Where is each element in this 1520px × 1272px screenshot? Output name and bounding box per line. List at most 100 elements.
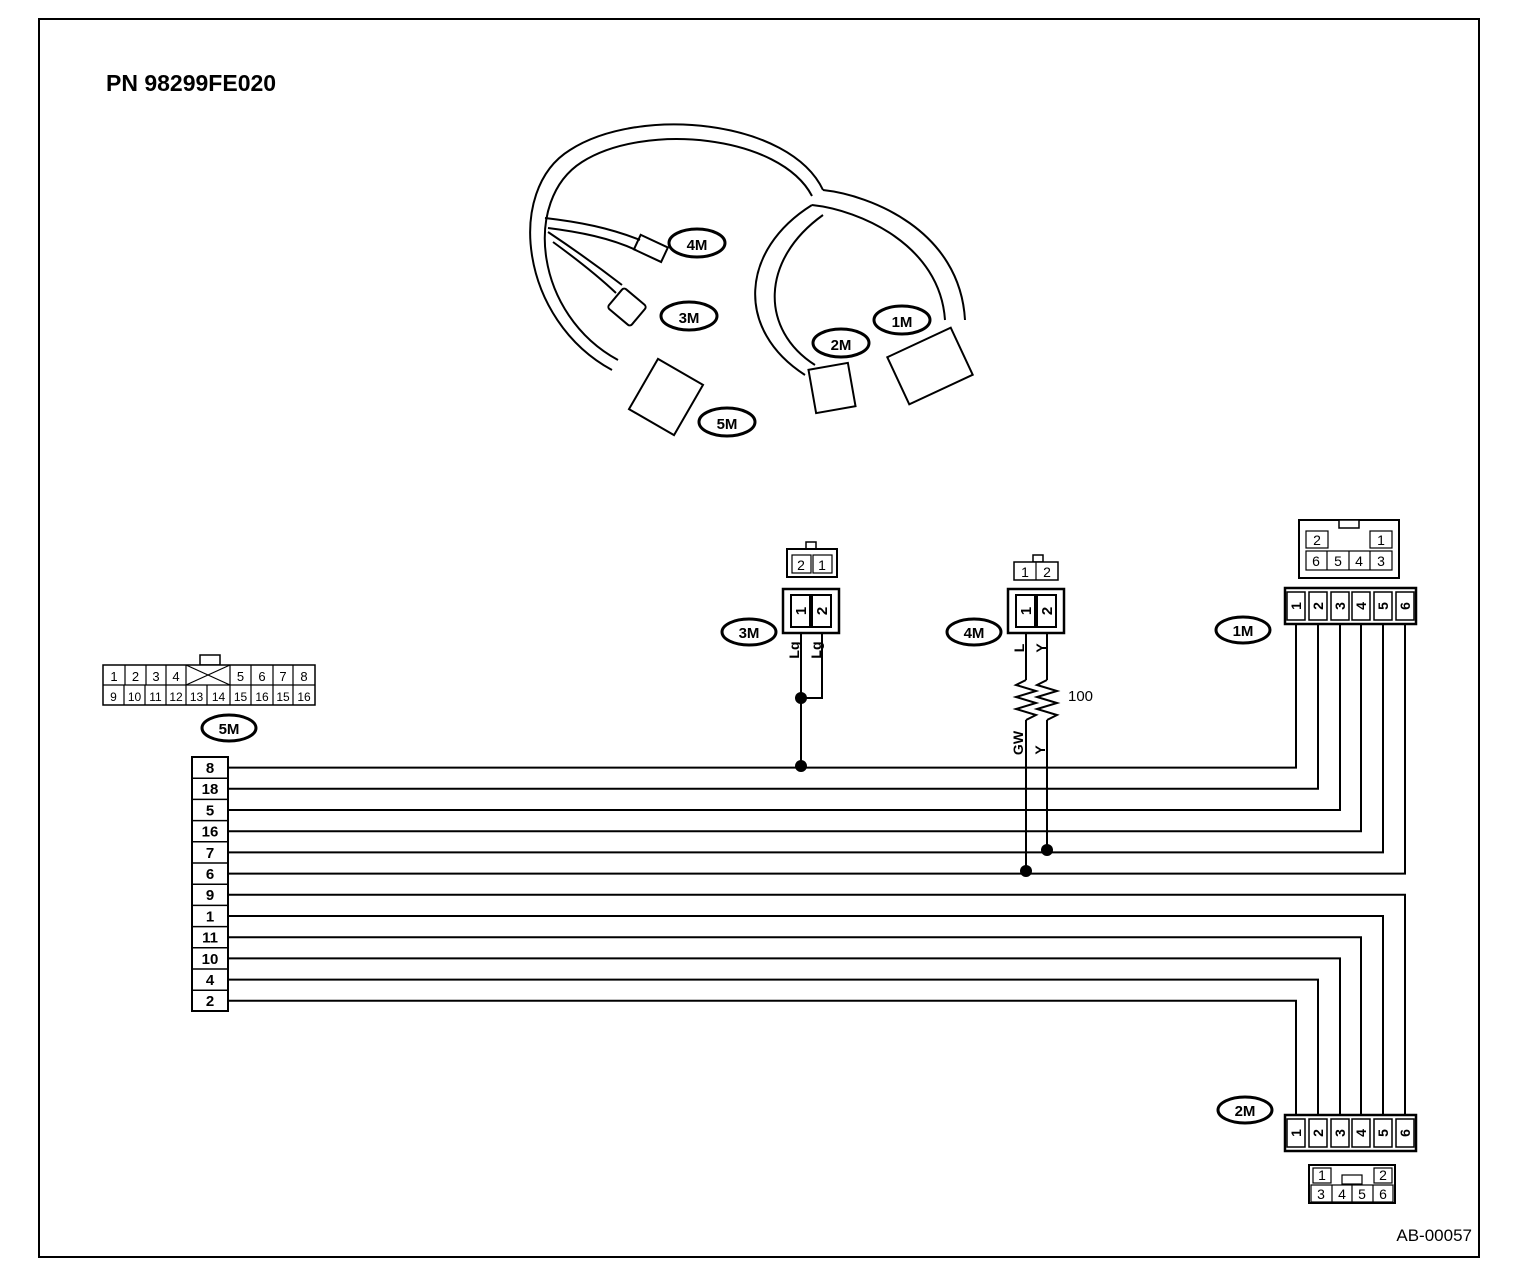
- conn-5M-pin: 5: [206, 802, 214, 819]
- diagram-frame: [38, 18, 1480, 1258]
- conn-2M-tag: [1216, 1095, 1274, 1125]
- conn-5M-face-pin: 16: [255, 690, 269, 704]
- conn-5M-pin: 2: [206, 993, 214, 1010]
- conn-1M-pin: 5: [1375, 602, 1391, 610]
- conn-2M-pin: 5: [1375, 1129, 1391, 1137]
- wire-color-3M-1: Lg: [786, 641, 802, 658]
- conn-5M-face-pin: 3: [152, 669, 159, 684]
- wire: [228, 915, 1384, 1115]
- conn-1M-pin: 2: [1310, 602, 1326, 610]
- tag-5M-label: 5M: [717, 416, 738, 433]
- conn-2M-face-pin: 2: [1379, 1167, 1387, 1183]
- tag-2M: [811, 327, 871, 359]
- conn-3M-pin: 2: [814, 607, 831, 615]
- conn-3M-tag-label: 3M: [739, 625, 760, 642]
- conn-2M-face-pin: 1: [1318, 1167, 1326, 1183]
- wire-color-4M-2: Y: [1033, 643, 1049, 653]
- splice-dot: [1020, 865, 1032, 877]
- wire: [228, 999, 1297, 1115]
- conn-4M-pin: 2: [1039, 607, 1056, 615]
- conn-2M-pin: 1: [1288, 1129, 1304, 1137]
- splice-dot: [795, 692, 807, 704]
- conn-5M-face-pin: 1: [110, 669, 117, 684]
- conn-1M-pin: 6: [1397, 602, 1413, 610]
- conn-5M-pin: 6: [206, 866, 214, 883]
- conn-5M-pin: 11: [202, 930, 218, 947]
- splice-dot: [795, 760, 807, 772]
- conn-2M-face-pin: 3: [1317, 1186, 1325, 1202]
- conn-5M-tag-label: 5M: [219, 721, 240, 738]
- conn-5M-face-pin: 15: [234, 690, 248, 704]
- conn-5M-face-pin: 8: [300, 669, 307, 684]
- conn-5M-face-pin: 12: [169, 690, 183, 704]
- conn-1M-face-pin: 1: [1377, 532, 1385, 548]
- conn-5M-face-pin: 2: [132, 669, 139, 684]
- conn-5M-face-pin: 7: [279, 669, 286, 684]
- conn-3M-pin: 1: [793, 607, 810, 615]
- wire: [228, 893, 1406, 1115]
- conn-1M-pin: 4: [1353, 602, 1369, 610]
- wire-color-4M-1: L: [1011, 643, 1027, 652]
- wire: [228, 936, 1362, 1115]
- conn-5M-face-pin: 15: [276, 690, 290, 704]
- conn-2M-face-pin: 4: [1338, 1186, 1346, 1202]
- wire: [228, 624, 1384, 854]
- tag-1M-label: 1M: [892, 314, 913, 331]
- conn-1M-face-pin: 6: [1312, 553, 1320, 569]
- conn-3M-face-pin: 2: [797, 557, 805, 573]
- wires: [228, 624, 1406, 1115]
- conn-5M-face-pin: 6: [258, 669, 265, 684]
- conn-2M-pin: 6: [1397, 1129, 1413, 1137]
- conn-1M-pin: 1: [1288, 602, 1304, 610]
- conn-2M-face-pin: 5: [1358, 1186, 1366, 1202]
- conn-4M-pin: 1: [1018, 607, 1035, 615]
- wire: [228, 624, 1362, 833]
- tag-3M: [659, 300, 719, 332]
- wire: [228, 624, 1341, 811]
- conn-1M-pin: 3: [1332, 602, 1348, 610]
- conn-1M-tag: [1214, 615, 1272, 645]
- wire-color-4M-GW: GW: [1010, 730, 1026, 755]
- tag-1M: [872, 304, 932, 336]
- wire: [228, 957, 1341, 1115]
- conn-5M-face-pin: 11: [149, 690, 162, 704]
- harness-illustration: [529, 123, 975, 437]
- connector-4M: 1 2 1 2 4M L Y 100 GW Y: [945, 554, 1093, 877]
- tag-2M-label: 2M: [831, 337, 852, 354]
- harness-tags: 4M 3M 1M 2M 5M: [659, 227, 932, 438]
- wire: [228, 624, 1319, 790]
- conn-5M-pin: 10: [202, 951, 219, 968]
- resistor: [1033, 679, 1061, 721]
- wire-color-3M-2: Lg: [808, 641, 824, 658]
- conn-5M-pin: 16: [202, 824, 219, 841]
- conn-5M-face-pin: 9: [110, 690, 117, 704]
- tag-5M: [697, 406, 757, 438]
- wire: [228, 624, 1406, 875]
- wire: [228, 624, 1297, 769]
- conn-2M-pin: 4: [1353, 1129, 1369, 1137]
- conn-5M-face-pin: 4: [172, 669, 179, 684]
- conn-2M-pin: 3: [1332, 1129, 1348, 1137]
- resistor: [1012, 679, 1040, 721]
- conn-4M-tag-label: 4M: [964, 625, 985, 642]
- conn-5M-pin: 7: [206, 845, 214, 862]
- conn-1M-tag-label: 1M: [1233, 623, 1254, 640]
- resistor-value: 100: [1068, 688, 1093, 705]
- conn-1M-face-pin: 2: [1313, 532, 1321, 548]
- conn-5M-face-pin: 14: [212, 690, 226, 704]
- conn-5M-pin: 4: [206, 972, 215, 989]
- conn-4M-face-pin: 1: [1021, 564, 1029, 580]
- conn-5M-face-pin: 5: [237, 669, 244, 684]
- wire: [228, 978, 1319, 1115]
- conn-1M-face-pin: 3: [1377, 553, 1385, 569]
- conn-5M-tag: [200, 713, 258, 743]
- figure-reference-code: AB-00057: [1396, 1226, 1472, 1245]
- conn-5M-face-pin: 10: [128, 690, 142, 704]
- conn-2M-pin: 2: [1310, 1129, 1326, 1137]
- conn-5M-pin: 8: [206, 760, 214, 777]
- tag-4M: [667, 227, 727, 259]
- wire-color-4M-Y: Y: [1032, 745, 1048, 755]
